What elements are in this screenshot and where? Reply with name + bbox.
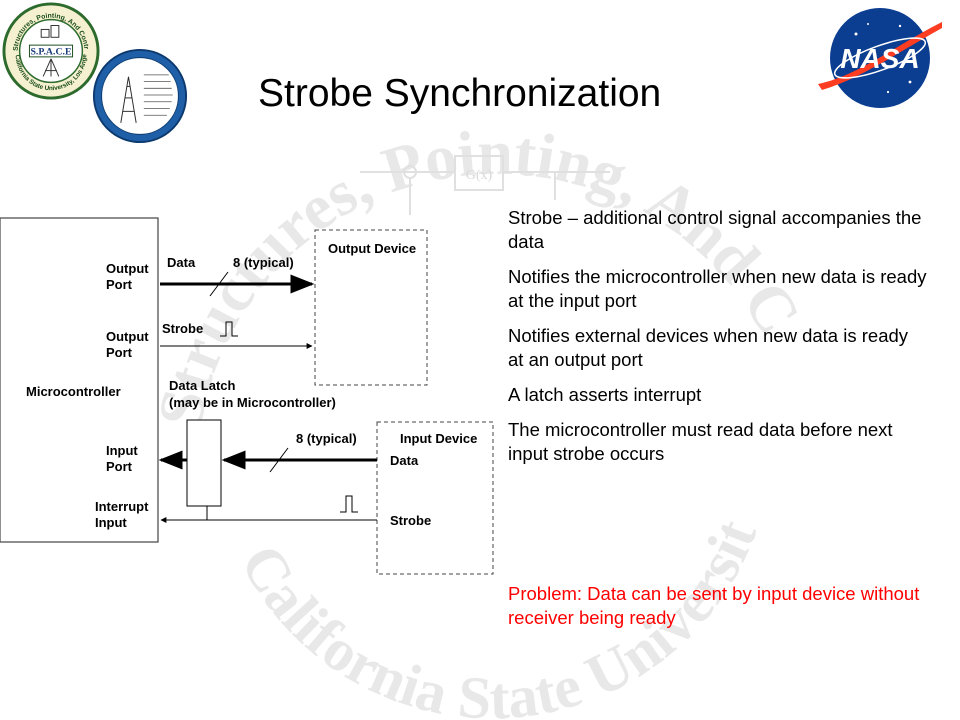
data-latch-line1: Data Latch [169, 378, 236, 393]
output-port-2-line1: Output [106, 329, 149, 344]
bullet-item: Strobe – additional control signal accom… [508, 207, 922, 252]
microcontroller-label: Microcontroller [26, 384, 121, 399]
bullet-item: Notifies external devices when new data … [508, 325, 909, 370]
space-logo-center-text: S.P.A.C.E [30, 46, 71, 57]
output-port-1-line2: Port [106, 277, 133, 292]
space-logo: Structures, Pointing, And Control Engine… [2, 2, 100, 100]
interrupt-input-line1: Interrupt [95, 499, 149, 514]
data-latch-box [186, 419, 222, 507]
input-device-box [376, 421, 494, 575]
strobe-out-label: Strobe [162, 321, 203, 336]
problem-statement: Problem: Data can be sent by input devic… [508, 583, 920, 628]
input-port-line2: Port [106, 459, 133, 474]
output-device-label: Output Device [328, 241, 416, 256]
slide-title: Strobe Synchronization [258, 72, 662, 115]
microcontroller-box [0, 217, 159, 543]
watermark-block-label: G(x) [466, 168, 493, 183]
bullet-item: A latch asserts interrupt [508, 384, 702, 405]
input-device-label: Input Device [400, 431, 477, 446]
output-port-2-line2: Port [106, 345, 133, 360]
nasa-logo-text: NASA [840, 43, 919, 74]
bullet-list: Strobe – additional control signal accom… [508, 206, 928, 477]
strobe-diagram: Microcontroller Output Port Output Port … [0, 217, 494, 575]
output-device-box [314, 229, 428, 386]
input-port-line1: Input [106, 443, 138, 458]
data-latch-line2: (may be in Microcontroller) [169, 395, 336, 410]
data-out-label: Data [167, 255, 196, 270]
strobe-in-pulse [340, 495, 358, 513]
input-device-strobe-label: Strobe [390, 513, 431, 528]
bullet-item: The microcontroller must read data befor… [508, 419, 893, 464]
data-in-width-label: 8 (typical) [296, 431, 357, 446]
university-seal-logo [92, 48, 188, 144]
strobe-out-pulse [220, 321, 238, 337]
nasa-logo: NASA [818, 8, 942, 108]
bullet-item: Notifies the microcontroller when new da… [508, 266, 927, 311]
input-device-data-label: Data [390, 453, 419, 468]
output-port-1-line1: Output [106, 261, 149, 276]
interrupt-input-line2: Input [95, 515, 127, 530]
data-out-width-label: 8 (typical) [233, 255, 294, 270]
